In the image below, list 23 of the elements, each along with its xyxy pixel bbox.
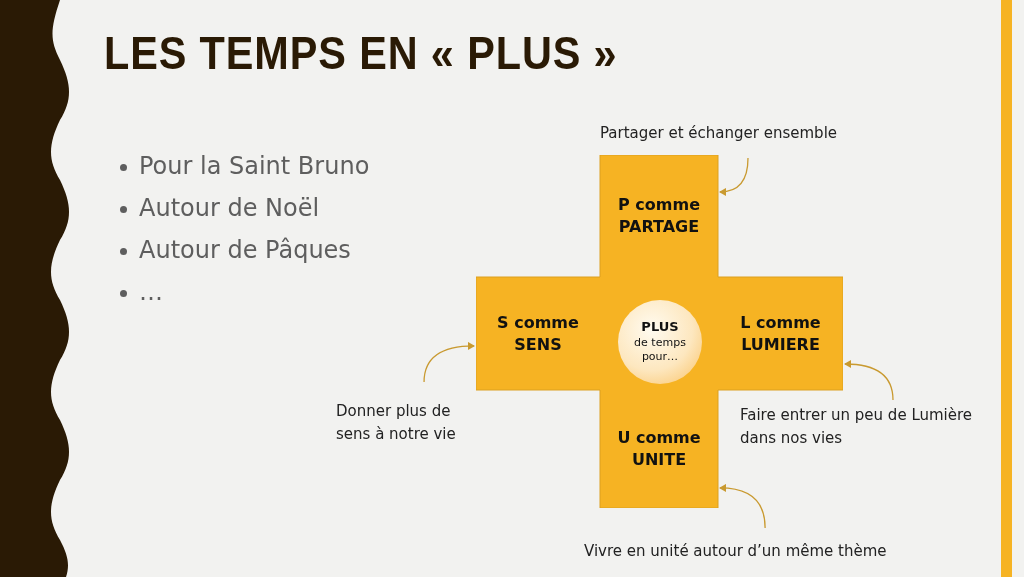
bullet-item: Autour de Noël [139, 194, 320, 222]
arm-heading: S comme [497, 311, 579, 334]
arm-keyword: SENS [514, 333, 562, 356]
curved-arrow [719, 157, 749, 196]
circle-text: de temps pour… [633, 336, 687, 365]
bullet-item: Pour la Saint Bruno [139, 152, 370, 180]
curved-arrow [844, 360, 894, 401]
annotation-text: Partager et échanger ensemble [600, 123, 839, 144]
arm-heading: U comme [617, 427, 701, 449]
annotation-text: Vivre en unité autour d’un même thème [584, 541, 888, 562]
arm-heading: L comme [740, 311, 821, 334]
arm-heading: P comme [618, 194, 700, 216]
arm-keyword: PARTAGE [618, 216, 700, 238]
slide-title: LES TEMPS EN « PLUS » [104, 26, 618, 80]
arm-keyword: UNITE [631, 449, 687, 471]
circle-heading: PLUS [641, 319, 679, 337]
curved-arrow [423, 342, 475, 383]
bullet-item: Autour de Pâques [139, 236, 351, 264]
curved-arrow [719, 484, 766, 529]
annotation-text: Donner plus de sens à notre vie [336, 401, 457, 445]
arm-keyword: LUMIERE [741, 333, 820, 356]
annotation-text: Faire entrer un peu de Lumière dans nos vies [740, 405, 974, 449]
bullet-item: … [139, 278, 163, 306]
